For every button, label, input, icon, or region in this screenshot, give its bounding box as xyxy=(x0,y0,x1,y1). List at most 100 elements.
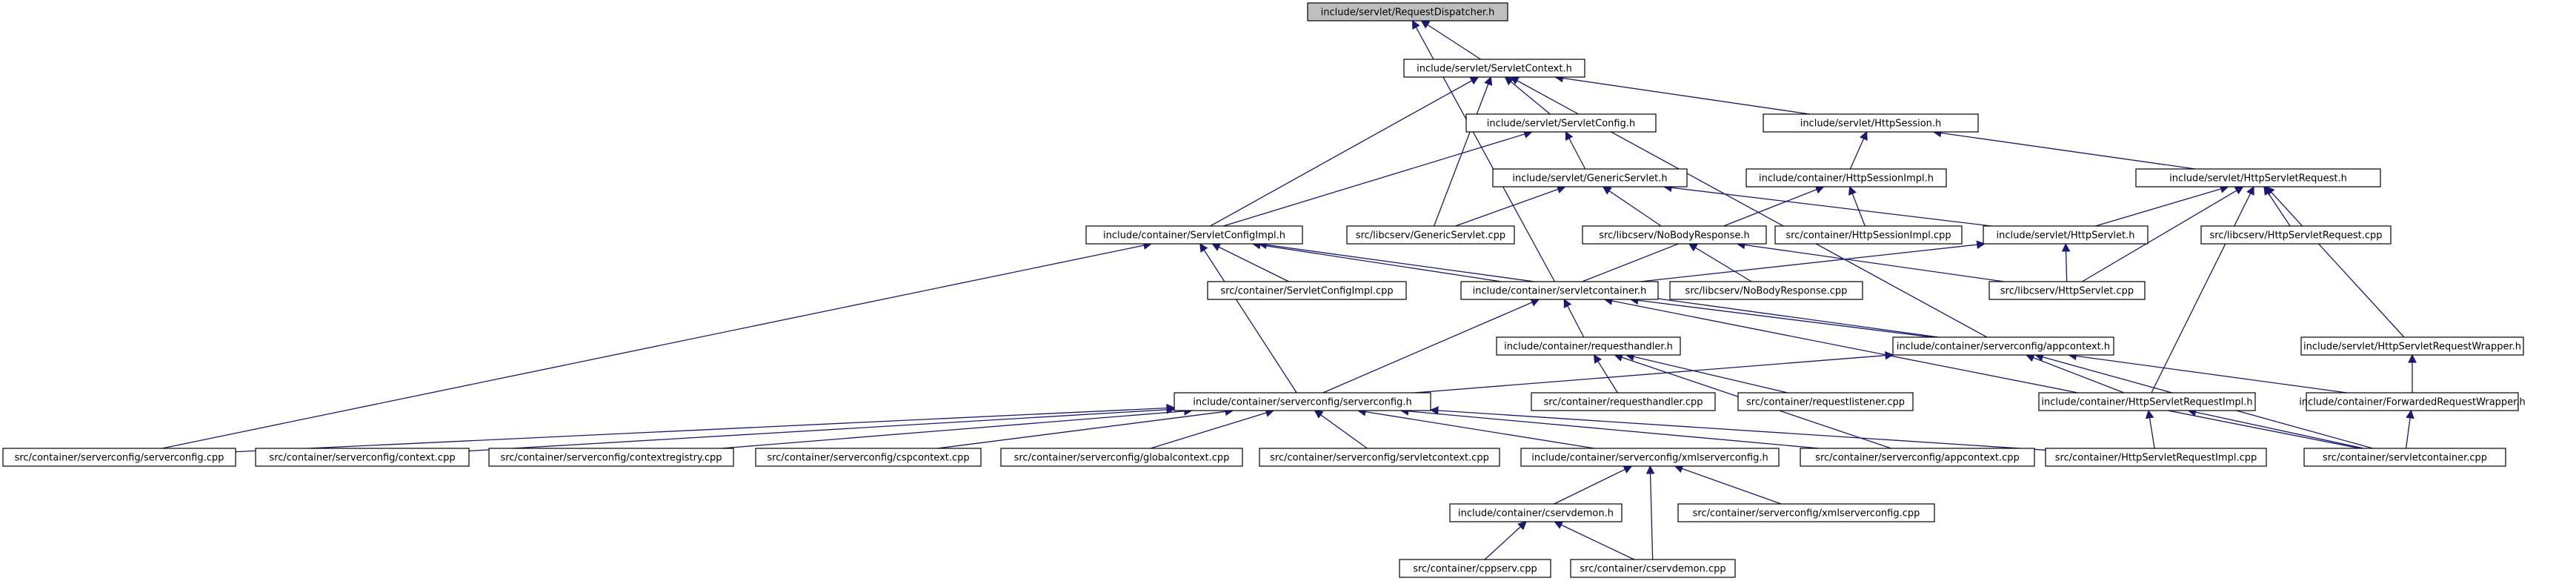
graph-node[interactable]: include/servlet/GenericServlet.h xyxy=(1492,168,1688,187)
graph-node[interactable]: src/container/HttpServletRequestImpl.cpp xyxy=(2045,448,2267,467)
graph-node[interactable]: src/container/serverconfig/xmlserverconf… xyxy=(1677,503,1935,522)
node-box[interactable] xyxy=(1207,281,1407,300)
node-box[interactable] xyxy=(1492,168,1688,187)
node-box[interactable] xyxy=(1520,448,1780,467)
node-label: src/container/requesthandler.cpp xyxy=(1544,397,1703,408)
node-box[interactable] xyxy=(1460,281,1659,300)
graph-node[interactable]: src/container/serverconfig/contextregist… xyxy=(488,448,734,467)
graph-node[interactable]: include/servlet/ServletConfig.h xyxy=(1465,113,1657,133)
graph-node[interactable]: include/container/serverconfig/appcontex… xyxy=(1892,336,2114,356)
graph-node[interactable]: src/container/requesthandler.cpp xyxy=(1531,392,1716,411)
graph-node[interactable]: src/container/serverconfig/serverconfig.… xyxy=(2,448,236,467)
edge-n11-to-n4 xyxy=(1663,183,1992,227)
node-box[interactable] xyxy=(1737,392,1914,411)
node-box[interactable] xyxy=(1892,336,2114,356)
node-box[interactable] xyxy=(1496,336,1681,356)
node-box[interactable] xyxy=(1531,392,1716,411)
graph-node[interactable]: src/container/serverconfig/context.cpp xyxy=(255,448,470,467)
node-box[interactable] xyxy=(1346,225,1515,245)
node-box[interactable] xyxy=(255,448,470,467)
graph-node[interactable]: include/container/ServletConfigImpl.h xyxy=(1085,225,1303,245)
node-box[interactable] xyxy=(1259,448,1500,467)
node-box[interactable] xyxy=(1669,281,1863,300)
node-box[interactable] xyxy=(1800,448,2035,467)
node-label: src/container/serverconfig/globalcontext… xyxy=(1014,453,1230,464)
node-label: src/container/HttpSessionImpl.cpp xyxy=(1785,230,1951,242)
edge-n18-to-n14 xyxy=(1629,296,1933,338)
node-box[interactable] xyxy=(1774,225,1963,245)
edge-n31-to-n20 xyxy=(1357,407,1595,449)
node-box[interactable] xyxy=(2135,168,2381,187)
edge-n22-to-n17 xyxy=(1625,352,1788,394)
node-box[interactable] xyxy=(1085,225,1303,245)
node-box[interactable] xyxy=(1449,503,1623,522)
graph-node[interactable]: src/container/servletcontainer.cpp xyxy=(2303,448,2506,467)
graph-node[interactable]: include/servlet/HttpServletRequestWrappe… xyxy=(2300,336,2524,356)
graph-node[interactable]: src/libcserv/NoBodyResponse.h xyxy=(1582,225,1767,245)
node-box[interactable] xyxy=(2038,392,2256,411)
graph-node[interactable]: src/container/ServletConfigImpl.cpp xyxy=(1207,281,1407,300)
node-box[interactable] xyxy=(1745,168,1947,187)
graph-node[interactable]: src/libcserv/GenericServlet.cpp xyxy=(1346,225,1515,245)
node-label: src/container/ServletConfigImpl.cpp xyxy=(1220,286,1393,297)
graph-node[interactable]: src/libcserv/NoBodyResponse.cpp xyxy=(1669,281,1863,300)
graph-node[interactable]: src/libcserv/HttpServletRequest.cpp xyxy=(2200,225,2392,245)
graph-node[interactable]: src/container/cservdemon.cpp xyxy=(1570,559,1736,578)
graph-node[interactable]: src/container/requestlistener.cpp xyxy=(1737,392,1914,411)
node-box[interactable] xyxy=(1403,59,1585,78)
root-node-box[interactable] xyxy=(1307,2,1508,21)
graph-node[interactable]: src/container/cppserv.cpp xyxy=(1399,559,1551,578)
graph-node[interactable]: src/container/serverconfig/cspcontext.cp… xyxy=(755,448,982,467)
graph-node[interactable]: src/container/serverconfig/globalcontext… xyxy=(1000,448,1243,467)
graph-node[interactable]: include/container/HttpServletRequestImpl… xyxy=(2038,392,2256,411)
edge-n36-to-n31 xyxy=(1674,465,1782,505)
edge-n34-to-n14 xyxy=(1603,296,2360,449)
node-box[interactable] xyxy=(1399,559,1551,578)
node-box[interactable] xyxy=(2300,336,2524,356)
node-box[interactable] xyxy=(1677,503,1935,522)
graph-node[interactable]: include/container/serverconfig/servercon… xyxy=(1174,392,1431,411)
node-box[interactable] xyxy=(1988,281,2146,300)
graph-node[interactable]: include/servlet/ServletContext.h xyxy=(1403,59,1585,78)
node-box[interactable] xyxy=(488,448,734,467)
node-box[interactable] xyxy=(1983,225,2149,245)
node-box[interactable] xyxy=(2306,392,2519,411)
node-label: src/container/cppserv.cpp xyxy=(1413,564,1537,575)
node-box[interactable] xyxy=(2303,448,2506,467)
edge-n25-to-n7 xyxy=(162,241,1153,449)
graph-node[interactable]: src/container/HttpSessionImpl.cpp xyxy=(1774,225,1963,245)
graph-node[interactable]: include/servlet/RequestDispatcher.h xyxy=(1307,2,1508,21)
graph-node[interactable]: include/servlet/HttpServlet.h xyxy=(1983,225,2149,245)
graph-node[interactable]: include/container/HttpSessionImpl.h xyxy=(1745,168,1947,187)
node-box[interactable] xyxy=(1570,559,1736,578)
graph-node[interactable]: include/container/requesthandler.h xyxy=(1496,336,1681,356)
edge-n7-to-n1 xyxy=(1210,76,1480,227)
edge-n14-to-n0 xyxy=(1411,19,1556,282)
node-box[interactable] xyxy=(1465,113,1657,133)
node-box[interactable] xyxy=(1000,448,1243,467)
node-label: include/container/serverconfig/xmlserver… xyxy=(1531,453,1768,464)
node-box[interactable] xyxy=(755,448,982,467)
edge-n10-to-n5 xyxy=(1848,185,1866,227)
graph-node[interactable]: include/servlet/HttpServletRequest.h xyxy=(2135,168,2381,187)
graph-node[interactable]: include/container/servletcontainer.h xyxy=(1460,281,1659,300)
graph-node[interactable]: include/container/ForwardedRequestWrappe… xyxy=(2299,392,2526,411)
node-box[interactable] xyxy=(1582,225,1767,245)
edge-n23-to-n6 xyxy=(2151,185,2254,394)
graph-node[interactable]: src/container/serverconfig/appcontext.cp… xyxy=(1800,448,2035,467)
graph-node[interactable]: include/container/serverconfig/xmlserver… xyxy=(1520,448,1780,467)
node-label: include/container/ServletConfigImpl.h xyxy=(1103,230,1285,242)
graph-node[interactable]: include/container/cservdemon.h xyxy=(1449,503,1623,522)
graph-node[interactable]: src/libcserv/HttpServlet.cpp xyxy=(1988,281,2146,300)
edge-n38-to-n35 xyxy=(1554,521,1634,560)
graph-node[interactable]: src/container/serverconfig/servletcontex… xyxy=(1259,448,1500,467)
node-box[interactable] xyxy=(2,448,236,467)
node-box[interactable] xyxy=(1174,392,1431,411)
node-box[interactable] xyxy=(1763,113,1979,133)
edge-n28-to-n20 xyxy=(937,407,1234,449)
edge-n25-to-n20 xyxy=(235,403,1176,453)
node-box[interactable] xyxy=(2200,225,2392,245)
node-box[interactable] xyxy=(2045,448,2267,467)
graph-node[interactable]: include/servlet/HttpSession.h xyxy=(1763,113,1979,133)
